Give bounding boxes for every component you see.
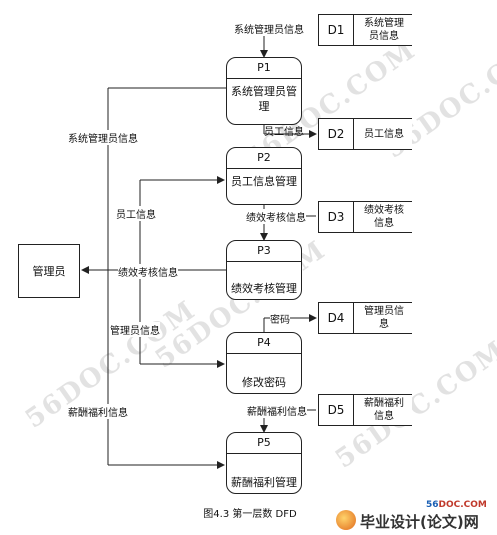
datastore-d2: D2 员工信息	[318, 118, 412, 150]
datastore-id: D5	[318, 395, 354, 425]
datastore-id: D1	[318, 15, 354, 45]
flow-label: 绩效考核信息	[118, 264, 178, 279]
flow-label: 管理员信息	[110, 322, 160, 337]
process-name: 员工信息管理	[231, 175, 297, 188]
datastore-d3: D3 绩效考核信息	[318, 201, 412, 233]
flow-label: 薪酬福利信息	[247, 403, 307, 418]
process-id: P3	[227, 241, 301, 262]
logo-text: 毕业设计(论文)网	[360, 513, 479, 531]
process-name: 修改密码	[242, 376, 286, 389]
flow-label: 绩效考核信息	[246, 209, 306, 224]
process-name: 薪酬福利管理	[231, 476, 297, 489]
flow-label: 薪酬福利信息	[68, 404, 128, 419]
flow-label: 员工信息	[116, 206, 156, 221]
figure-caption: 图4.3 第一层数 DFD	[203, 509, 297, 520]
site-url-prefix: 56	[426, 500, 439, 510]
process-name: 系统管理员管理	[231, 85, 297, 113]
process-id: P4	[227, 333, 301, 354]
process-id: P2	[227, 148, 301, 169]
datastore-name: 管理员信息	[364, 306, 404, 330]
process-p2: P2 员工信息管理	[226, 147, 302, 205]
site-logo: 56DOC.COM 毕业设计(论文)网	[336, 500, 494, 533]
datastore-d1: D1 系统管理员信息	[318, 14, 412, 46]
datastore-name: 薪酬福利信息	[364, 398, 404, 422]
datastore-name: 员工信息	[364, 128, 404, 140]
process-id: P5	[227, 433, 301, 454]
process-name: 绩效考核管理	[231, 282, 297, 295]
entity-label: 管理员	[32, 265, 66, 278]
external-entity-admin: 管理员	[18, 244, 80, 298]
process-p1: P1 系统管理员管理	[226, 57, 302, 125]
flow-label: 员工信息	[264, 127, 304, 138]
site-url: 56DOC.COM	[426, 500, 487, 510]
datastore-d5: D5 薪酬福利信息	[318, 394, 412, 426]
datastore-id: D3	[318, 202, 354, 232]
site-url-suffix: DOC.COM	[438, 500, 487, 510]
process-id: P1	[227, 58, 301, 79]
logo-badge-icon	[336, 510, 356, 530]
flow-label: 系统管理员信息	[234, 25, 304, 36]
datastore-name: 绩效考核信息	[364, 205, 404, 229]
flow-label: 密码	[270, 311, 290, 326]
datastore-id: D4	[318, 303, 354, 333]
flow-label: 系统管理员信息	[68, 130, 138, 145]
process-p4: P4 修改密码	[226, 332, 302, 394]
datastore-name: 系统管理员信息	[364, 18, 404, 42]
datastore-id: D2	[318, 119, 354, 149]
process-p5: P5 薪酬福利管理	[226, 432, 302, 494]
process-p3: P3 绩效考核管理	[226, 240, 302, 300]
datastore-d4: D4 管理员信息	[318, 302, 412, 334]
